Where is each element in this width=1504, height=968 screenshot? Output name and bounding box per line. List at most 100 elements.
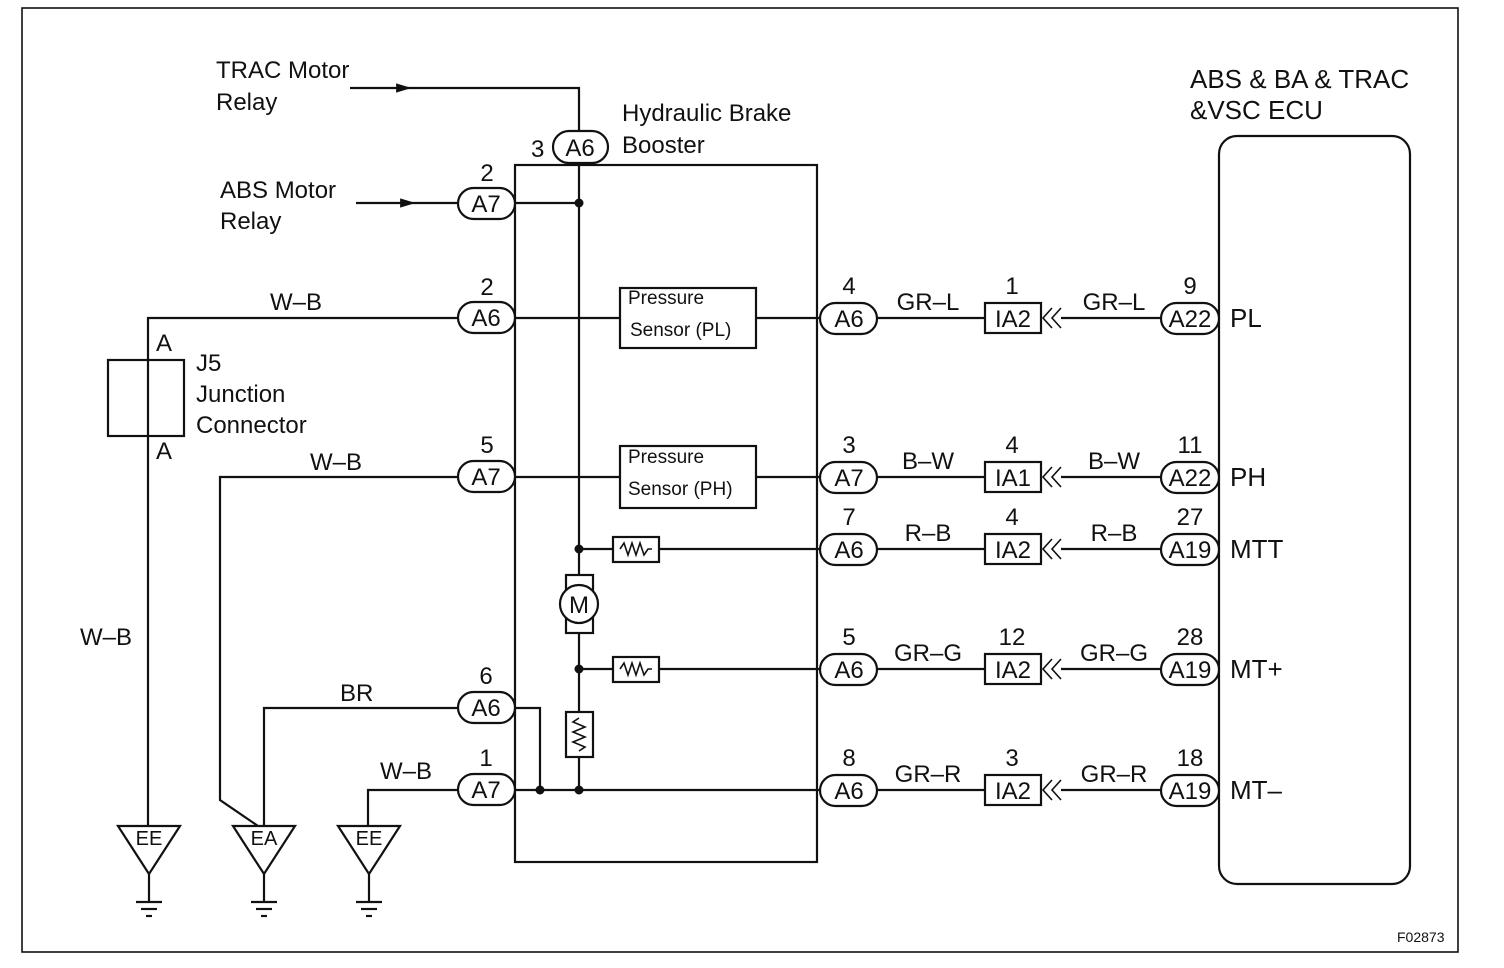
wire-color-label: GR–L xyxy=(897,289,960,316)
conn-pin-number: 5 xyxy=(480,432,493,459)
trac-relay-wire xyxy=(410,86,581,132)
ecu-terminal-label: MT+ xyxy=(1230,654,1283,684)
sensor-label: Sensor (PL) xyxy=(630,320,731,341)
ecu-connector xyxy=(1159,532,1221,567)
wire-color-label: R–B xyxy=(905,520,952,547)
wire xyxy=(515,706,542,790)
chevron-icon xyxy=(1050,658,1062,680)
wire-color-label: GR–R xyxy=(1081,761,1148,788)
ecu-connector xyxy=(1159,301,1221,336)
chevron-icon xyxy=(1041,307,1053,329)
connector-a6-top xyxy=(551,129,610,165)
junction-dot xyxy=(535,785,545,795)
ground-label: EE xyxy=(356,828,383,850)
booster-label-2: Booster xyxy=(622,132,705,159)
wire xyxy=(146,316,458,362)
junction-label: IA2 xyxy=(995,306,1031,333)
connector-label: A6 xyxy=(834,657,863,684)
j5-pin-label: A xyxy=(156,330,172,357)
wire-color-label: B–W xyxy=(902,448,954,475)
conn-pin-number: 3 xyxy=(531,136,544,163)
sensor-label: Sensor (PH) xyxy=(628,479,733,500)
ecu-label: ABS & BA & TRAC xyxy=(1190,64,1409,94)
junction-pin-number: 3 xyxy=(1005,745,1018,772)
wire-color-label: W–B xyxy=(380,758,432,785)
resistor-zigzag xyxy=(570,717,588,752)
junction-block xyxy=(983,652,1043,686)
ecu-pin-number: 28 xyxy=(1177,624,1204,651)
sensor-label: Pressure xyxy=(628,288,704,309)
ecu-box xyxy=(1217,134,1412,886)
connector-label: A19 xyxy=(1169,537,1212,564)
j5-pin-label: A xyxy=(156,438,172,465)
junction-pin-number: 4 xyxy=(1005,432,1018,459)
abs-relay-label-2: Relay xyxy=(220,208,281,235)
ecu-connector xyxy=(1159,460,1221,495)
motor-label: M xyxy=(569,592,589,619)
junction-dot xyxy=(574,198,584,208)
pressure-sensor-ph xyxy=(618,444,758,510)
ecu-terminal-label: MTT xyxy=(1230,534,1284,564)
connector-label: A19 xyxy=(1169,778,1212,805)
junction-pin-number: 1 xyxy=(1005,273,1018,300)
wire-color-label: GR–G xyxy=(1080,640,1148,667)
conn-pin-number: 5 xyxy=(842,624,855,651)
ecu-pin-number: 27 xyxy=(1177,504,1204,531)
ecu-terminal-label: PL xyxy=(1230,303,1262,333)
wire-color-label: GR–L xyxy=(1083,289,1146,316)
connector-label: A7 xyxy=(471,777,500,804)
junction-dot xyxy=(574,785,584,795)
figure-id: F02873 xyxy=(1397,929,1445,945)
resistor-mtplus xyxy=(611,655,661,684)
connector-label: A22 xyxy=(1169,306,1212,333)
connector-label: A6 xyxy=(471,305,500,332)
wire-color-label: R–B xyxy=(1091,520,1138,547)
junction-label: IA2 xyxy=(995,778,1031,805)
junction-label: IA2 xyxy=(995,657,1031,684)
resistor-zigzag xyxy=(619,540,652,558)
wire-color-label: W–B xyxy=(270,289,322,316)
chevron-icon xyxy=(1041,538,1053,560)
pressure-sensor-pl xyxy=(618,286,758,350)
ground-label: EA xyxy=(251,828,278,850)
conn-pin-number: 4 xyxy=(842,273,855,300)
chevron-icon xyxy=(1041,779,1053,801)
connector-label: A7 xyxy=(471,191,500,218)
chevron-icon xyxy=(1041,466,1053,488)
junction-label: IA2 xyxy=(995,537,1031,564)
ecu-pin-number: 18 xyxy=(1177,745,1204,772)
chevron-icon xyxy=(1050,779,1062,801)
sensor-label: Pressure xyxy=(628,447,704,468)
wire-color-label: GR–R xyxy=(895,761,962,788)
junction-pin-number: 12 xyxy=(999,624,1026,651)
ecu-label: &VSC ECU xyxy=(1190,95,1323,125)
ground-label: EE xyxy=(136,828,163,850)
abs-relay-label: ABS Motor xyxy=(220,177,336,204)
connector-label: A6 xyxy=(834,778,863,805)
junction-block xyxy=(983,773,1043,807)
chevron-icon xyxy=(1050,307,1062,329)
wire xyxy=(218,475,458,827)
wire-color-label: W–B xyxy=(310,449,362,476)
ecu-pin-number: 9 xyxy=(1183,273,1196,300)
chevron-icon xyxy=(1041,658,1053,680)
ground-ee-right: EE xyxy=(335,824,403,918)
junction-block xyxy=(983,301,1043,335)
connector-label: A6 xyxy=(565,135,594,162)
trac-relay-label: TRAC Motor xyxy=(216,57,349,84)
connector-label: A22 xyxy=(1169,465,1212,492)
connector-label: A6 xyxy=(834,306,863,333)
wire xyxy=(366,788,458,826)
wire-color-label: GR–G xyxy=(894,640,962,667)
junction-block xyxy=(983,532,1043,566)
j5-label: Connector xyxy=(196,412,307,439)
booster-label: Hydraulic Brake xyxy=(622,100,791,127)
conn-pin-number: 1 xyxy=(479,745,492,772)
connector-label: A6 xyxy=(834,537,863,564)
connector-label: A7 xyxy=(471,464,500,491)
ecu-terminal-label: MT– xyxy=(1230,775,1283,805)
resistor-mtt xyxy=(611,535,661,564)
ecu-terminal-label: PH xyxy=(1230,462,1266,492)
